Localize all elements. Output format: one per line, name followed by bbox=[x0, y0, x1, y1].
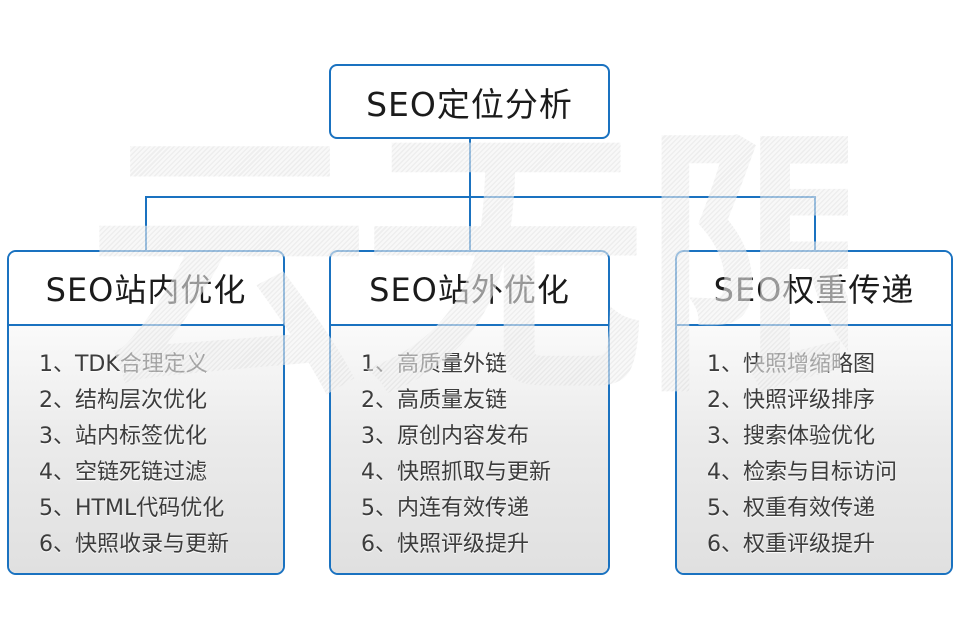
list-item: 6、快照评级提升 bbox=[361, 532, 529, 557]
list-item: 2、高质量友链 bbox=[361, 388, 507, 413]
column-offsite-title: SEO站外优化 bbox=[369, 271, 570, 309]
list-item: 3、站内标签优化 bbox=[39, 424, 207, 449]
column-offsite-header: SEO站外优化 bbox=[331, 252, 608, 326]
list-item: 2、结构层次优化 bbox=[39, 388, 207, 413]
column-onsite-title: SEO站内优化 bbox=[45, 271, 247, 309]
root-node-title: SEO定位分析 bbox=[366, 84, 573, 124]
connector-drop-middle bbox=[469, 196, 471, 250]
connector-horizontal bbox=[145, 196, 816, 198]
list-item: 5、权重有效传递 bbox=[707, 496, 875, 521]
column-weight-title: SEO权重传递 bbox=[713, 271, 915, 309]
list-item: 3、原创内容发布 bbox=[361, 424, 529, 449]
connector-drop-right bbox=[814, 196, 816, 250]
list-item: 4、空链死链过滤 bbox=[39, 460, 207, 485]
column-offsite-optimization: SEO站外优化 1、高质量外链 2、高质量友链 3、原创内容发布 4、快照抓取与… bbox=[329, 250, 610, 575]
column-onsite-header: SEO站内优化 bbox=[9, 252, 283, 326]
column-onsite-list: 1、TDK合理定义 2、结构层次优化 3、站内标签优化 4、空链死链过滤 5、H… bbox=[9, 326, 283, 573]
column-offsite-list: 1、高质量外链 2、高质量友链 3、原创内容发布 4、快照抓取与更新 5、内连有… bbox=[331, 326, 608, 573]
root-node-seo-positioning: SEO定位分析 bbox=[329, 64, 610, 139]
list-item: 4、快照抓取与更新 bbox=[361, 460, 551, 485]
list-item: 1、TDK合理定义 bbox=[39, 352, 208, 377]
list-item: 6、权重评级提升 bbox=[707, 532, 875, 557]
list-item: 1、快照增缩略图 bbox=[707, 352, 875, 377]
connector-root-stem bbox=[469, 139, 471, 196]
column-weight-list: 1、快照增缩略图 2、快照评级排序 3、搜索体验优化 4、检索与目标访问 5、权… bbox=[677, 326, 951, 573]
list-item: 4、检索与目标访问 bbox=[707, 460, 897, 485]
column-onsite-optimization: SEO站内优化 1、TDK合理定义 2、结构层次优化 3、站内标签优化 4、空链… bbox=[7, 250, 285, 575]
list-item: 5、内连有效传递 bbox=[361, 496, 529, 521]
list-item: 5、HTML代码优化 bbox=[39, 496, 225, 521]
column-weight-header: SEO权重传递 bbox=[677, 252, 951, 326]
list-item: 2、快照评级排序 bbox=[707, 388, 875, 413]
list-item: 6、快照收录与更新 bbox=[39, 532, 229, 557]
column-weight-transfer: SEO权重传递 1、快照增缩略图 2、快照评级排序 3、搜索体验优化 4、检索与… bbox=[675, 250, 953, 575]
list-item: 1、高质量外链 bbox=[361, 352, 507, 377]
connector-drop-left bbox=[145, 196, 147, 250]
list-item: 3、搜索体验优化 bbox=[707, 424, 875, 449]
